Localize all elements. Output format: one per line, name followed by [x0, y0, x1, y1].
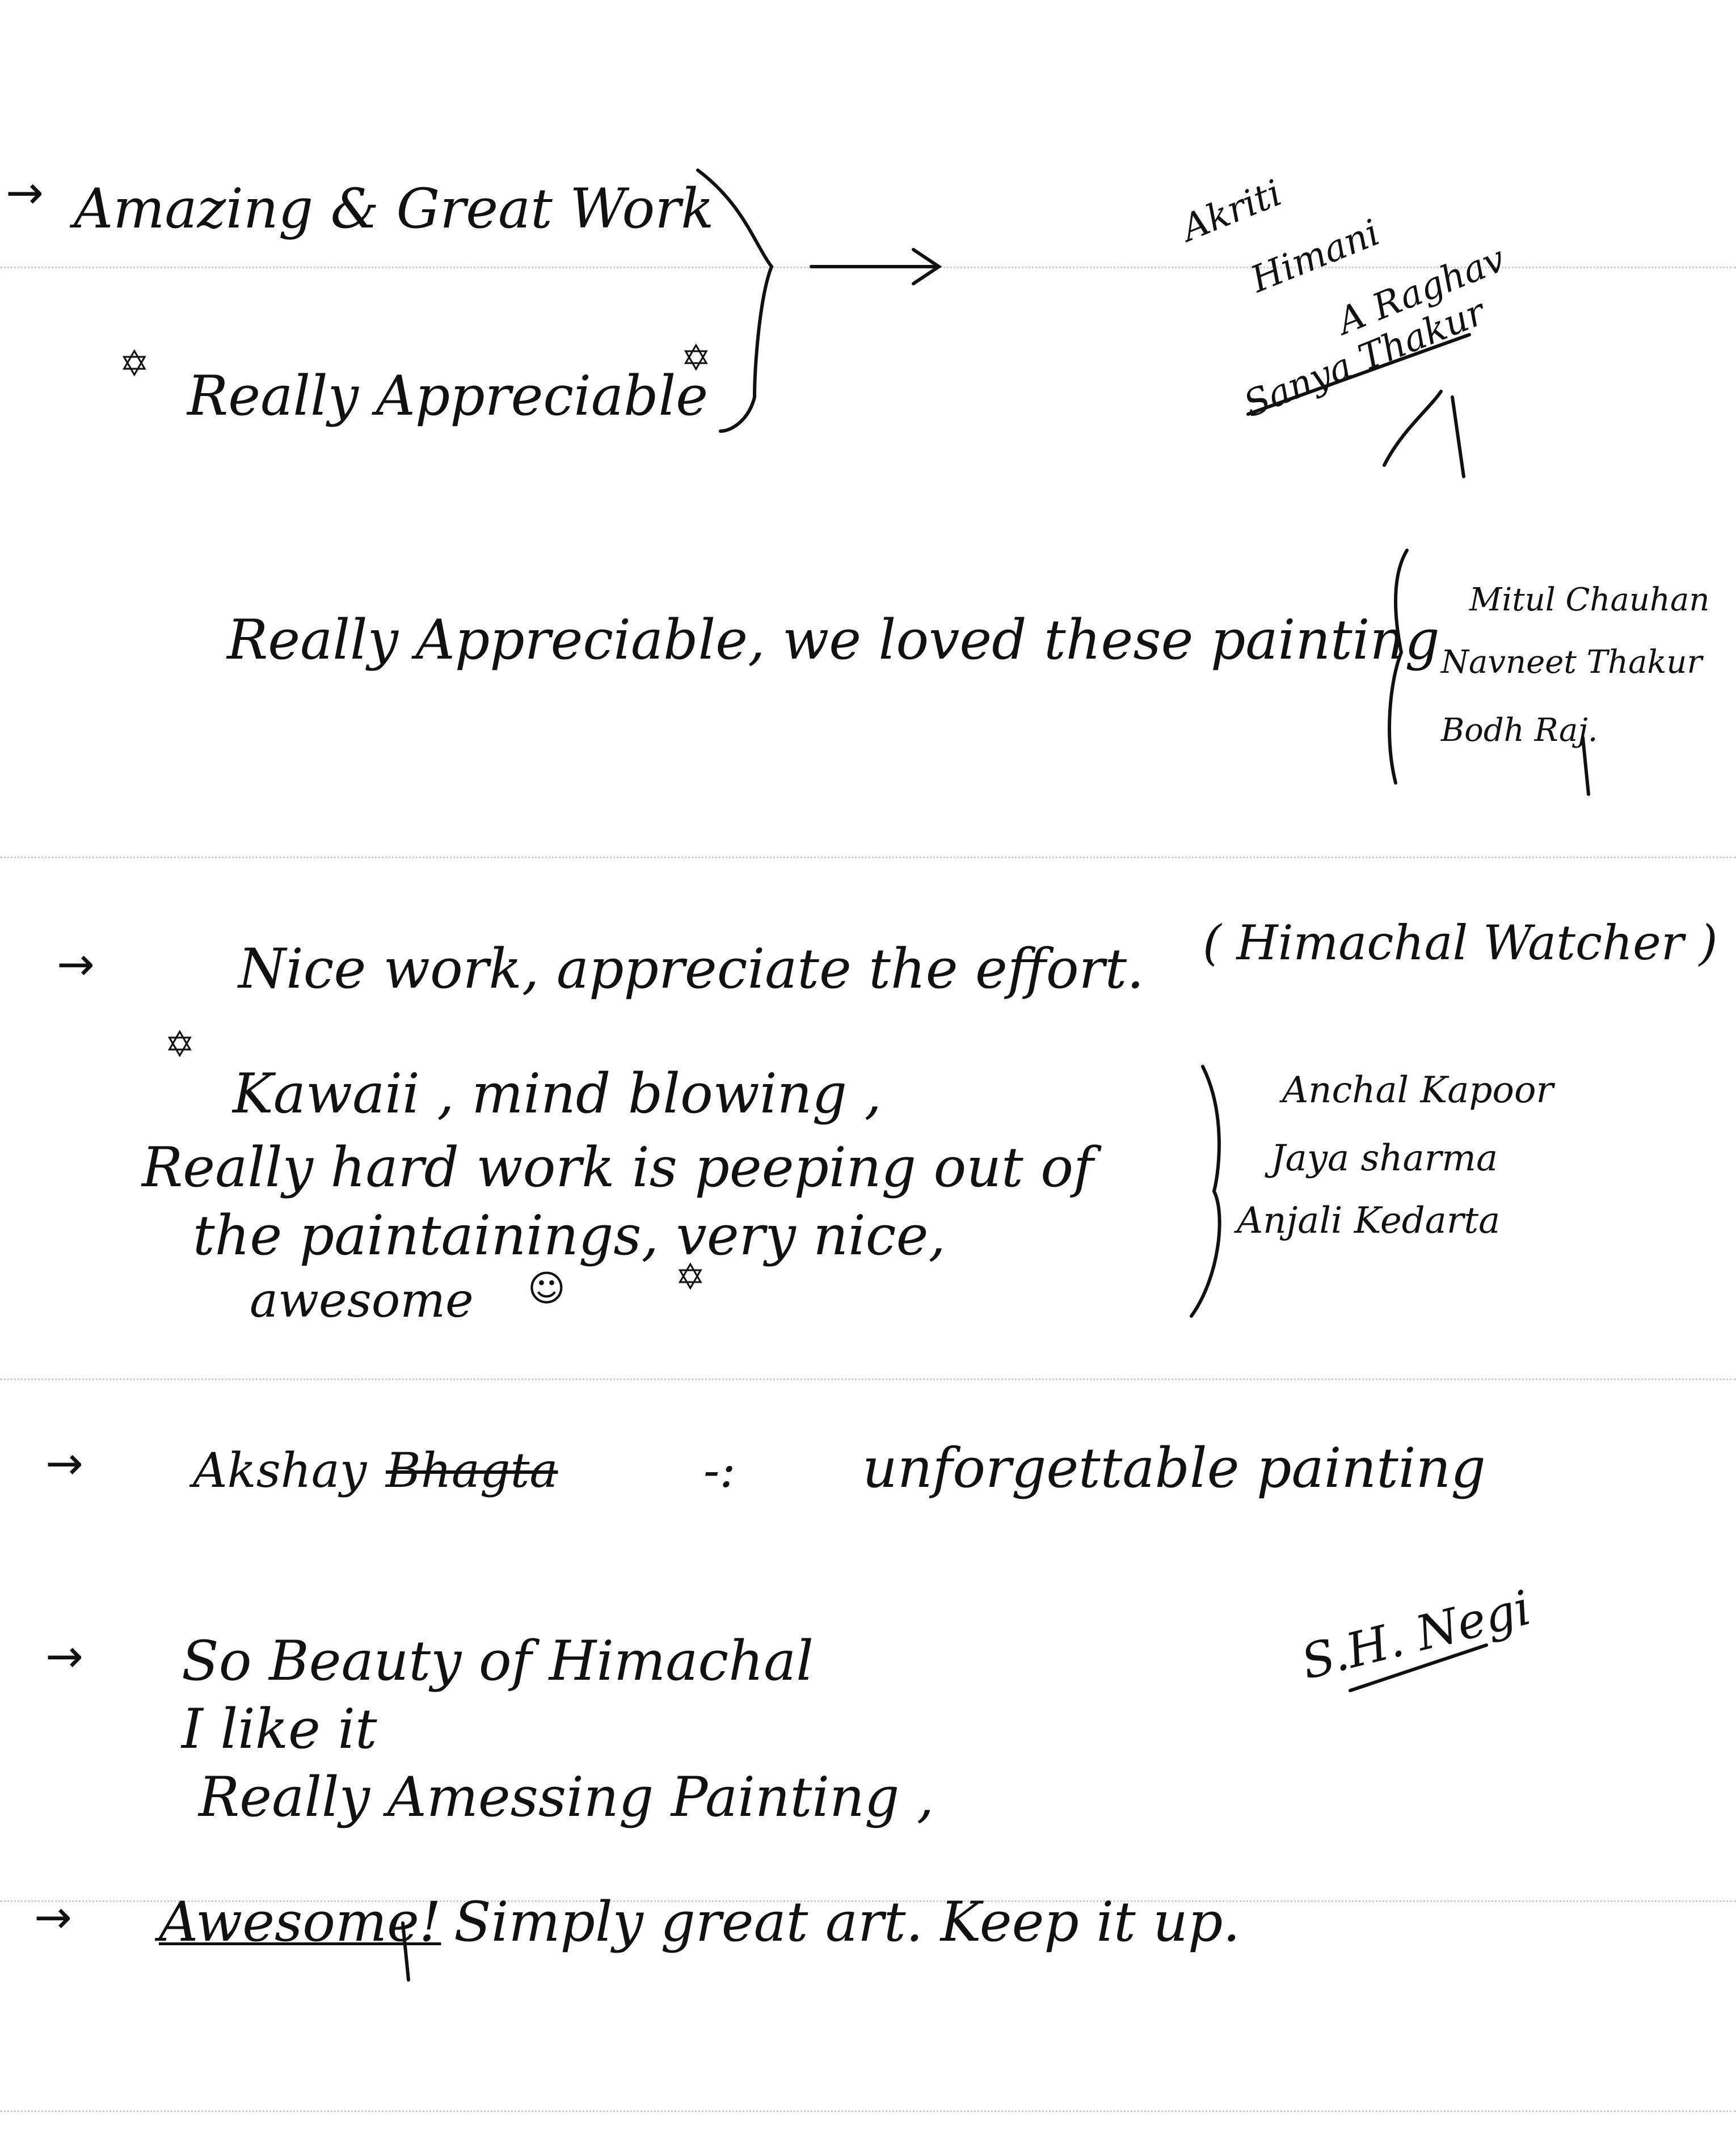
- notebook-rule: [0, 2110, 1736, 2112]
- comment-line: Really Appreciable, we loved these paint…: [227, 608, 1440, 672]
- signature-stroke: [1581, 736, 1590, 796]
- struck-out-word: Awesome!: [159, 1890, 441, 1954]
- signature-name: Anchal Kapoor: [1282, 1069, 1554, 1111]
- signature-name: Mitul Chauhan: [1469, 581, 1710, 618]
- arrow-icon: →: [57, 938, 95, 990]
- signature-name: Jaya sharma: [1271, 1137, 1498, 1179]
- notebook-rule: [0, 1900, 1736, 1902]
- comment-line: Simply great art. Keep it up.: [454, 1890, 1240, 1954]
- comment-line: So Beauty of Himachal: [182, 1629, 814, 1693]
- star-icon: ✡: [681, 338, 711, 380]
- signature-name: ( Himachal Watcher ): [1203, 915, 1718, 971]
- star-icon: ✡: [119, 343, 150, 385]
- signature-name: Anjali Kedarta: [1237, 1200, 1501, 1242]
- brace-stroke: [696, 168, 774, 433]
- notebook-rule: [0, 1379, 1736, 1380]
- comment-line: Nice work, appreciate the effort.: [238, 937, 1144, 1001]
- star-icon: ✡: [675, 1257, 706, 1299]
- signature-underline: [1349, 1643, 1488, 1692]
- comment-line: Really Appreciable: [187, 364, 709, 428]
- struck-out-word: Bhagta: [386, 1443, 558, 1498]
- comment-line: unforgettable painting: [862, 1436, 1486, 1500]
- arrow-icon: →: [6, 166, 44, 219]
- arrow-icon: →: [34, 1891, 73, 1944]
- comment-line: Kawaii , mind blowing ,: [233, 1062, 882, 1125]
- arrow-icon: →: [45, 1437, 84, 1490]
- signature-name: Navneet Thakur: [1441, 644, 1703, 681]
- exclamation-stroke: [401, 1921, 410, 1982]
- star-icon: ✡: [165, 1024, 195, 1066]
- signature-scribble: [1383, 390, 1465, 478]
- comment-line: Amazing & Great Work: [74, 177, 714, 241]
- brace-stroke: [1190, 1065, 1221, 1318]
- comment-line: Really Amessing Painting ,: [199, 1765, 934, 1829]
- separator: -:: [703, 1443, 736, 1498]
- signature-underline: [1246, 333, 1471, 416]
- arrow-icon: →: [45, 1630, 84, 1683]
- arrow-stroke: [810, 248, 942, 285]
- comment-line: Really hard work is peeping out of: [142, 1136, 1094, 1199]
- comment-line: I like it: [182, 1697, 377, 1761]
- signature-name: Akshay: [193, 1443, 367, 1498]
- comment-line: awesome: [250, 1272, 474, 1328]
- smiley-icon: ☺: [528, 1268, 566, 1310]
- notebook-rule: [0, 857, 1736, 858]
- brace-stroke: [1388, 549, 1409, 785]
- comment-line: the paintainings, very nice,: [193, 1204, 946, 1267]
- signature-name: Bodh Raj.: [1441, 712, 1598, 749]
